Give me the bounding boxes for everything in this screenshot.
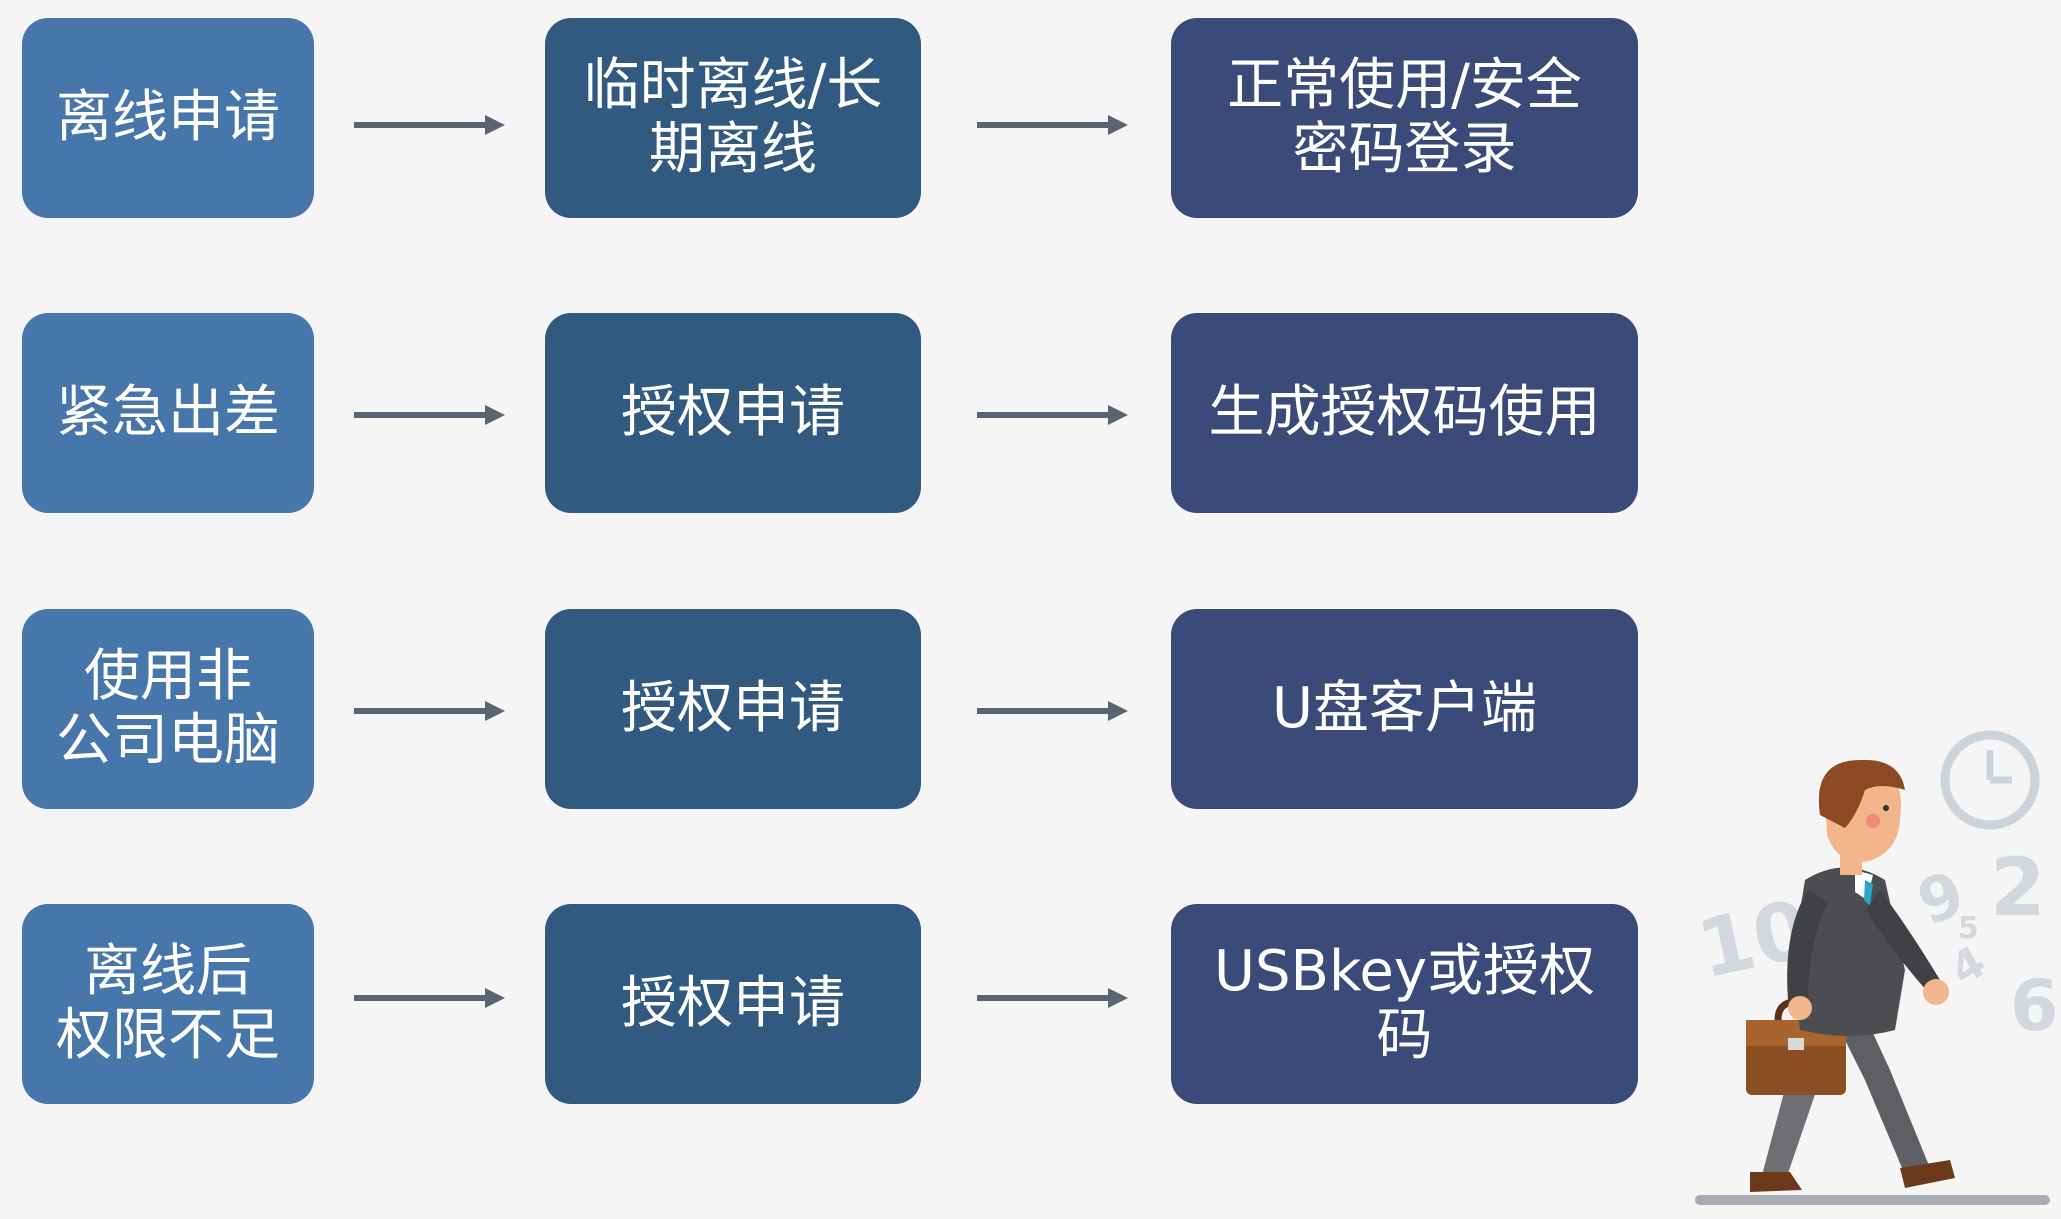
scenario-box-insufficient-permission: 离线后 权限不足	[22, 904, 314, 1104]
result-box-usb-client: U盘客户端	[1171, 609, 1638, 809]
arrow-icon	[977, 988, 1128, 1008]
result-box-auth-code: 生成授权码使用	[1171, 313, 1638, 513]
clock-icon	[1940, 730, 2040, 830]
decor-number: 2	[1990, 841, 2046, 934]
result-box-usbkey-or-code: USBkey或授权码	[1171, 904, 1638, 1104]
arrow-icon	[354, 988, 505, 1008]
action-box-authorization-request: 授权申请	[545, 904, 921, 1104]
arrow-icon	[354, 701, 505, 721]
action-box-authorization-request: 授权申请	[545, 313, 921, 513]
action-box-offline-mode: 临时离线/长 期离线	[545, 18, 921, 218]
scenario-box-non-company-pc: 使用非 公司电脑	[22, 609, 314, 809]
arrow-icon	[977, 405, 1128, 425]
scenario-box-offline-request: 离线申请	[22, 18, 314, 218]
result-box-normal-use: 正常使用/安全 密码登录	[1171, 18, 1638, 218]
decor-number: 6	[2010, 965, 2059, 1047]
arrow-icon	[977, 115, 1128, 135]
businessman-illustration: 10 9 2 5 4 6	[1690, 730, 2059, 1205]
arrow-icon	[354, 115, 505, 135]
decor-number: 5	[1958, 911, 1979, 946]
scenario-box-business-trip: 紧急出差	[22, 313, 314, 513]
action-box-authorization-request: 授权申请	[545, 609, 921, 809]
briefcase-icon	[1746, 998, 1846, 1095]
decor-number: 4	[1942, 936, 1994, 995]
arrow-icon	[977, 701, 1128, 721]
arrow-icon	[354, 405, 505, 425]
